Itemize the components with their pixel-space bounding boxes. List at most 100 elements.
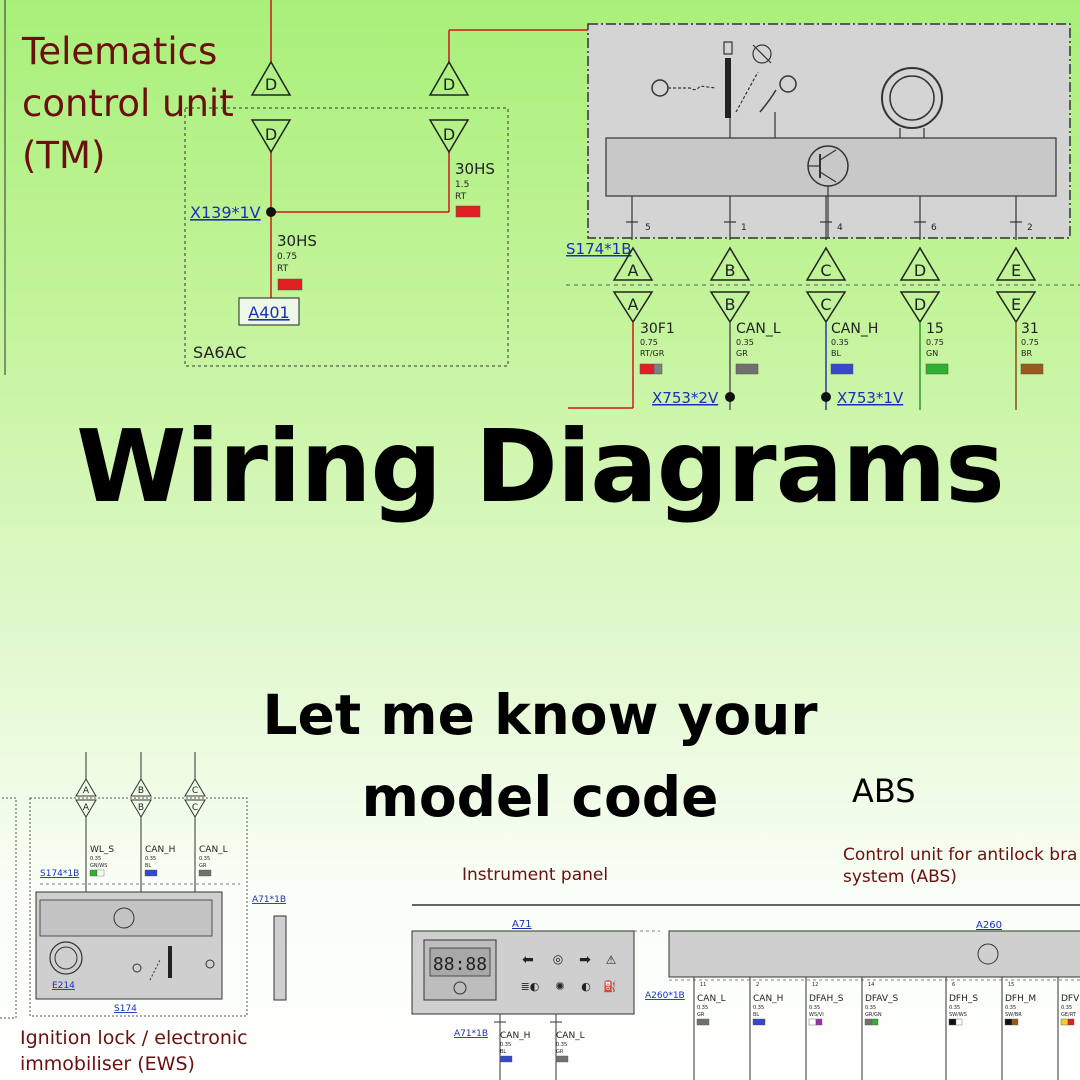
a71-link[interactable]: A71: [512, 919, 532, 930]
wire-name: DFV: [1061, 994, 1080, 1004]
wire-swatch: [925, 363, 949, 375]
pin-letter: C: [820, 295, 831, 314]
pin-number: 11: [700, 982, 706, 988]
fog-light-icon: ◐: [581, 980, 591, 993]
wire-name: 30HS: [455, 160, 495, 178]
wire-color: GR: [556, 1049, 564, 1055]
wire-name: DFAH_S: [809, 994, 844, 1004]
x753-1v-link[interactable]: X753*1V: [837, 389, 904, 407]
wire-size: 0.35: [865, 1005, 876, 1011]
wire-color: GR: [199, 863, 207, 869]
wire-name: DFAV_S: [865, 994, 899, 1004]
switch-lever-icon: [725, 58, 731, 118]
s174-connector-link[interactable]: S174*1B: [40, 869, 79, 879]
pin-letter: B: [138, 786, 144, 796]
instrument-panel-caption: Instrument panel: [462, 865, 608, 885]
pin-letter: A: [628, 261, 639, 280]
fuel-icon: ⛽: [603, 980, 617, 993]
wire-color: WS/VI: [809, 1012, 824, 1018]
wire-size: 0.35: [145, 856, 156, 862]
wire-size: 0.75: [277, 252, 297, 262]
display-digits: 88:88: [433, 954, 487, 975]
pin-x139-link[interactable]: X139*1V: [190, 203, 261, 222]
sa6ac-label: SA6AC: [193, 343, 246, 362]
ews-dashed-box: [29, 797, 248, 1017]
wire-size: 0.35: [753, 1005, 764, 1011]
wire-name: CAN_H: [831, 321, 878, 337]
pin-number: 4: [837, 223, 843, 233]
a260-connector-link[interactable]: A260*1B: [645, 991, 685, 1001]
pin-letter: C: [192, 803, 198, 813]
brake-warning-icon: ◎: [553, 952, 563, 966]
pin-number: 14: [868, 982, 874, 988]
wire-size: 0.35: [809, 1005, 820, 1011]
x753-2v-link[interactable]: X753*2V: [652, 389, 719, 407]
wire-color: BL: [753, 1012, 759, 1018]
ews-caption-line2: immobiliser (EWS): [20, 1053, 195, 1075]
wire-name: CAN_L: [736, 321, 781, 337]
wire-size: 0.35: [556, 1042, 567, 1048]
abs-schematic: Control unit for antilock bra system (AB…: [645, 845, 1080, 1080]
a71-connector-link[interactable]: A71*1B: [454, 1029, 488, 1039]
wire-swatch: [1020, 363, 1044, 375]
abs-caption-line2: system (ABS): [843, 867, 957, 887]
pin-number: 2: [756, 982, 759, 988]
a401-component-link[interactable]: A401: [248, 303, 289, 322]
wire-name: 30F1: [640, 321, 675, 337]
wire-size: 0.35: [1061, 1005, 1072, 1011]
telematics-title-line1: Telematics: [21, 30, 217, 73]
key-lock-icon: [723, 41, 733, 55]
wire-size: 0.35: [500, 1042, 511, 1048]
wire-name: 30HS: [277, 232, 317, 250]
wire-size: 0.35: [199, 856, 210, 862]
e214-link[interactable]: E214: [52, 981, 75, 991]
pin-letter: B: [725, 261, 736, 280]
s174-connector-link[interactable]: S174*1B: [566, 240, 632, 258]
telematics-title-line3: (TM): [22, 134, 105, 177]
control-module-box: [587, 23, 1071, 239]
pin-letter: E: [1011, 261, 1021, 280]
connector-letter: D: [265, 75, 277, 94]
warning-triangle-icon: ⚠: [606, 953, 617, 967]
wire-color: GE/RT: [1061, 1012, 1077, 1018]
pin-letter: D: [914, 261, 926, 280]
wire-size: 0.35: [1005, 1005, 1016, 1011]
wire-swatch: [277, 278, 303, 291]
pin-number: 6: [952, 982, 955, 988]
subheadline-line1: Let me know your: [262, 683, 818, 747]
wire-color: RT/GR: [640, 349, 665, 358]
pin-number: 2: [1027, 223, 1033, 233]
ews-caption-line1: Ignition lock / electronic: [20, 1027, 248, 1049]
wire-size: 0.35: [90, 856, 101, 862]
wire-name: CAN_L: [199, 845, 228, 855]
wire-color: GR/GN: [865, 1012, 882, 1018]
abs-unit-box: [668, 930, 1080, 978]
subheadline-line2: model code: [361, 765, 719, 829]
pin-letter: C: [820, 261, 831, 280]
wire-name: WL_S: [90, 845, 114, 855]
connector-letter: D: [265, 125, 277, 144]
a401-component-box[interactable]: [238, 297, 300, 326]
wire-size: 0.35: [697, 1005, 708, 1011]
a71-side-link[interactable]: A71*1B: [252, 895, 286, 905]
wire-color: SW/WS: [949, 1012, 967, 1018]
instrument-panel-schematic: Instrument panel A71 88:88 ⬅ ◎ ➡ ⚠ ≣◐ ✺ …: [411, 865, 1080, 1080]
a260-link[interactable]: A260: [976, 920, 1002, 931]
pin-letter: D: [914, 295, 926, 314]
wire-color: RT: [455, 192, 467, 202]
digital-display: [429, 947, 491, 977]
wire-color: GR: [736, 349, 748, 358]
turn-right-icon: ➡: [579, 952, 591, 968]
pin-number: 1: [741, 223, 747, 233]
s174-unit-link[interactable]: S174: [114, 1004, 137, 1014]
pin-letter: A: [628, 295, 639, 314]
wire-color: GN: [926, 349, 938, 358]
wire-color: GN/WS: [90, 863, 107, 869]
wire-name: CAN_H: [500, 1031, 530, 1041]
pin-number: 15: [1008, 982, 1014, 988]
transistor-icon: [113, 907, 135, 929]
wire-color: RT: [277, 264, 289, 274]
wire-color: SW/BR: [1005, 1012, 1022, 1018]
